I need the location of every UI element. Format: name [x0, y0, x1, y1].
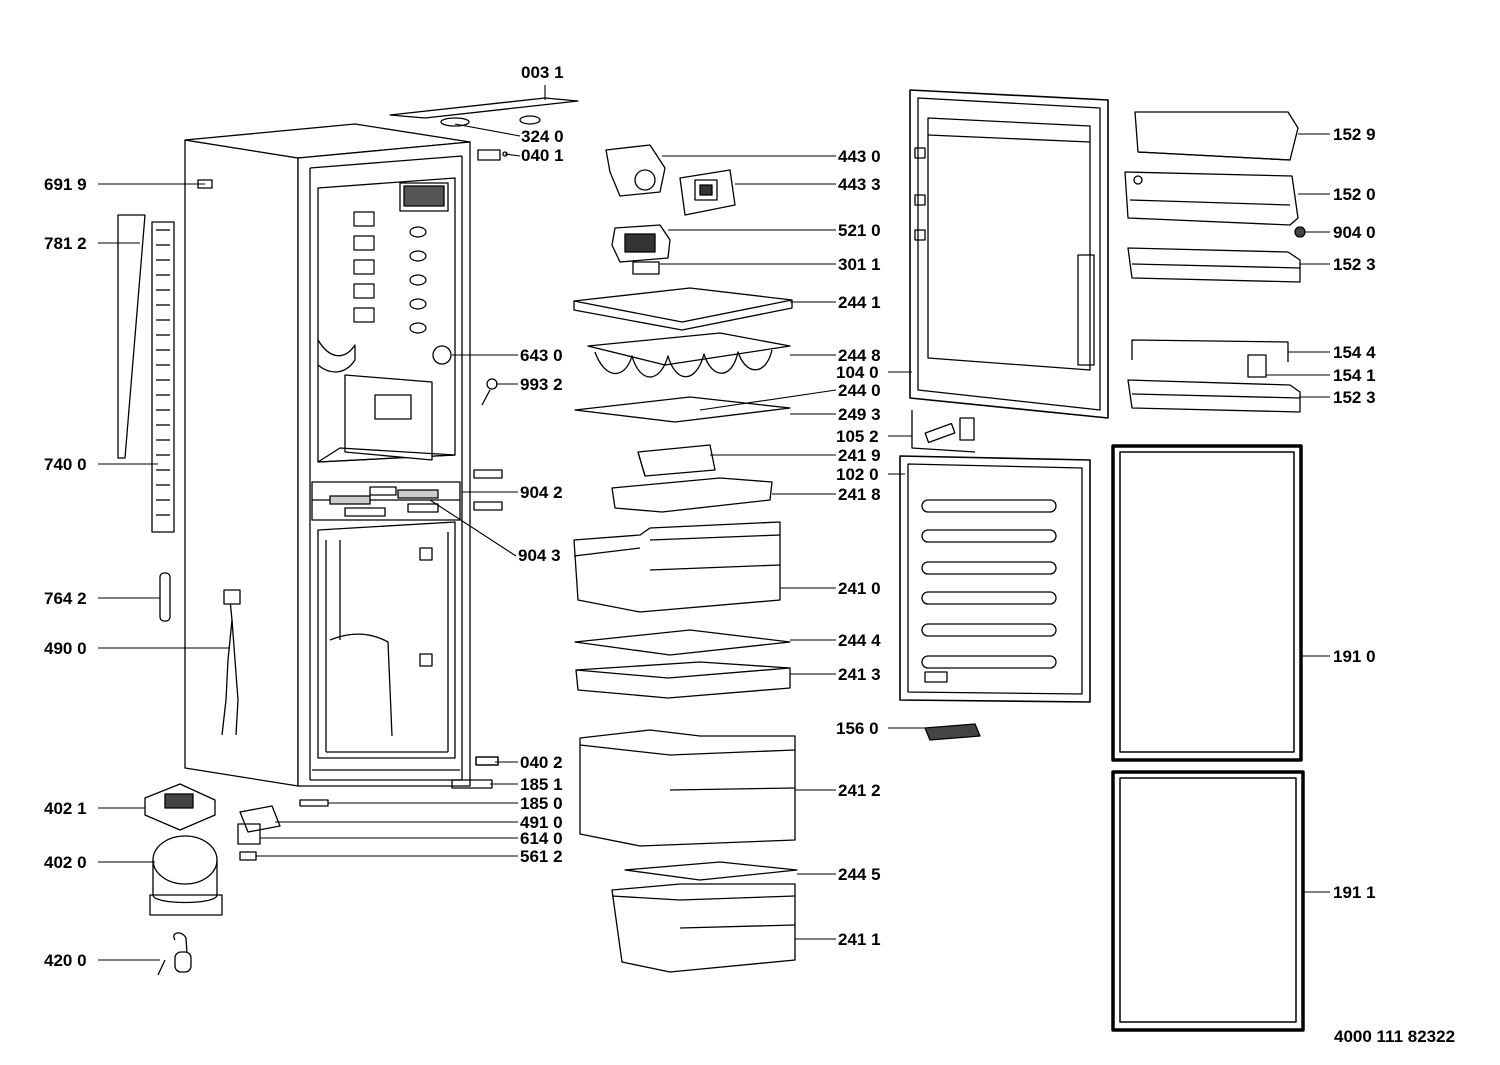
callout-003-1: 003 1	[521, 63, 564, 82]
callout-040-1: 040 1	[521, 146, 564, 165]
callout-993-2: 993 2	[520, 375, 563, 394]
callout-244-8: 244 8	[838, 346, 881, 365]
callout-740-0: 740 0	[44, 455, 87, 474]
callout-643-0: 643 0	[520, 346, 563, 365]
door-shelves-illustration	[1124, 111, 1306, 413]
callout-241-1: 241 1	[838, 930, 881, 949]
callout-105-2: 105 2	[836, 427, 879, 446]
callout-443-0: 443 0	[838, 147, 881, 166]
condenser-illustration	[117, 179, 241, 736]
callout-154-4: 154 4	[1333, 343, 1376, 362]
callout-191-0: 191 0	[1333, 647, 1376, 666]
callout-904-2: 904 2	[520, 483, 563, 502]
callout-191-1: 191 1	[1333, 883, 1376, 902]
callout-402-0: 402 0	[44, 853, 87, 872]
callout-152-0: 152 0	[1333, 185, 1376, 204]
fridge-door-illustration	[909, 89, 1109, 419]
callout-040-2: 040 2	[520, 753, 563, 772]
callout-691-9: 691 9	[44, 175, 87, 194]
callout-521-0: 521 0	[838, 221, 881, 240]
callout-764-2: 764 2	[44, 589, 87, 608]
callout-152-9: 152 9	[1333, 125, 1376, 144]
callout-904-3: 904 3	[518, 546, 561, 565]
callout-241-0: 241 0	[838, 579, 881, 598]
callout-781-2: 781 2	[44, 234, 87, 253]
callout-244-4: 244 4	[838, 631, 881, 650]
callout-402-1: 402 1	[44, 799, 87, 818]
freezer-door-illustration	[899, 455, 1091, 741]
callout-561-2: 561 2	[520, 847, 563, 866]
callout-244-0: 244 0	[838, 381, 881, 400]
callout-420-0: 420 0	[44, 951, 87, 970]
document-number: 4000 111 82322	[1334, 1027, 1456, 1046]
callout-185-0: 185 0	[520, 794, 563, 813]
compressor-illustration	[144, 783, 281, 976]
callout-241-9: 241 9	[838, 446, 881, 465]
callout-241-2: 241 2	[838, 781, 881, 800]
callout-443-3: 443 3	[838, 175, 881, 194]
callout-491-0: 491 0	[520, 813, 563, 832]
gasket-illustration	[1111, 444, 1305, 1032]
callout-614-0: 614 0	[520, 829, 563, 848]
callout-244-5: 244 5	[838, 865, 881, 884]
callout-249-3: 249 3	[838, 405, 881, 424]
callout-490-0: 490 0	[44, 639, 87, 658]
callout-152-3-lower: 152 3	[1333, 388, 1376, 407]
callout-904-0: 904 0	[1333, 223, 1376, 242]
leader-lines	[98, 85, 1330, 961]
callout-104-0: 104 0	[836, 363, 879, 382]
callout-152-3-upper: 152 3	[1333, 255, 1376, 274]
callout-185-1: 185 1	[520, 775, 563, 794]
callout-241-3: 241 3	[838, 665, 881, 684]
callout-241-8: 241 8	[838, 485, 881, 504]
cabinet-illustration	[184, 97, 579, 787]
callout-156-0: 156 0	[836, 719, 879, 738]
bracket-illustration	[911, 410, 976, 453]
callout-102-0: 102 0	[836, 465, 879, 484]
center-parts-illustration	[299, 144, 798, 973]
callout-244-1: 244 1	[838, 293, 881, 312]
callout-301-1: 301 1	[838, 255, 881, 274]
callout-154-1: 154 1	[1333, 366, 1376, 385]
callout-324-0: 324 0	[521, 127, 564, 146]
